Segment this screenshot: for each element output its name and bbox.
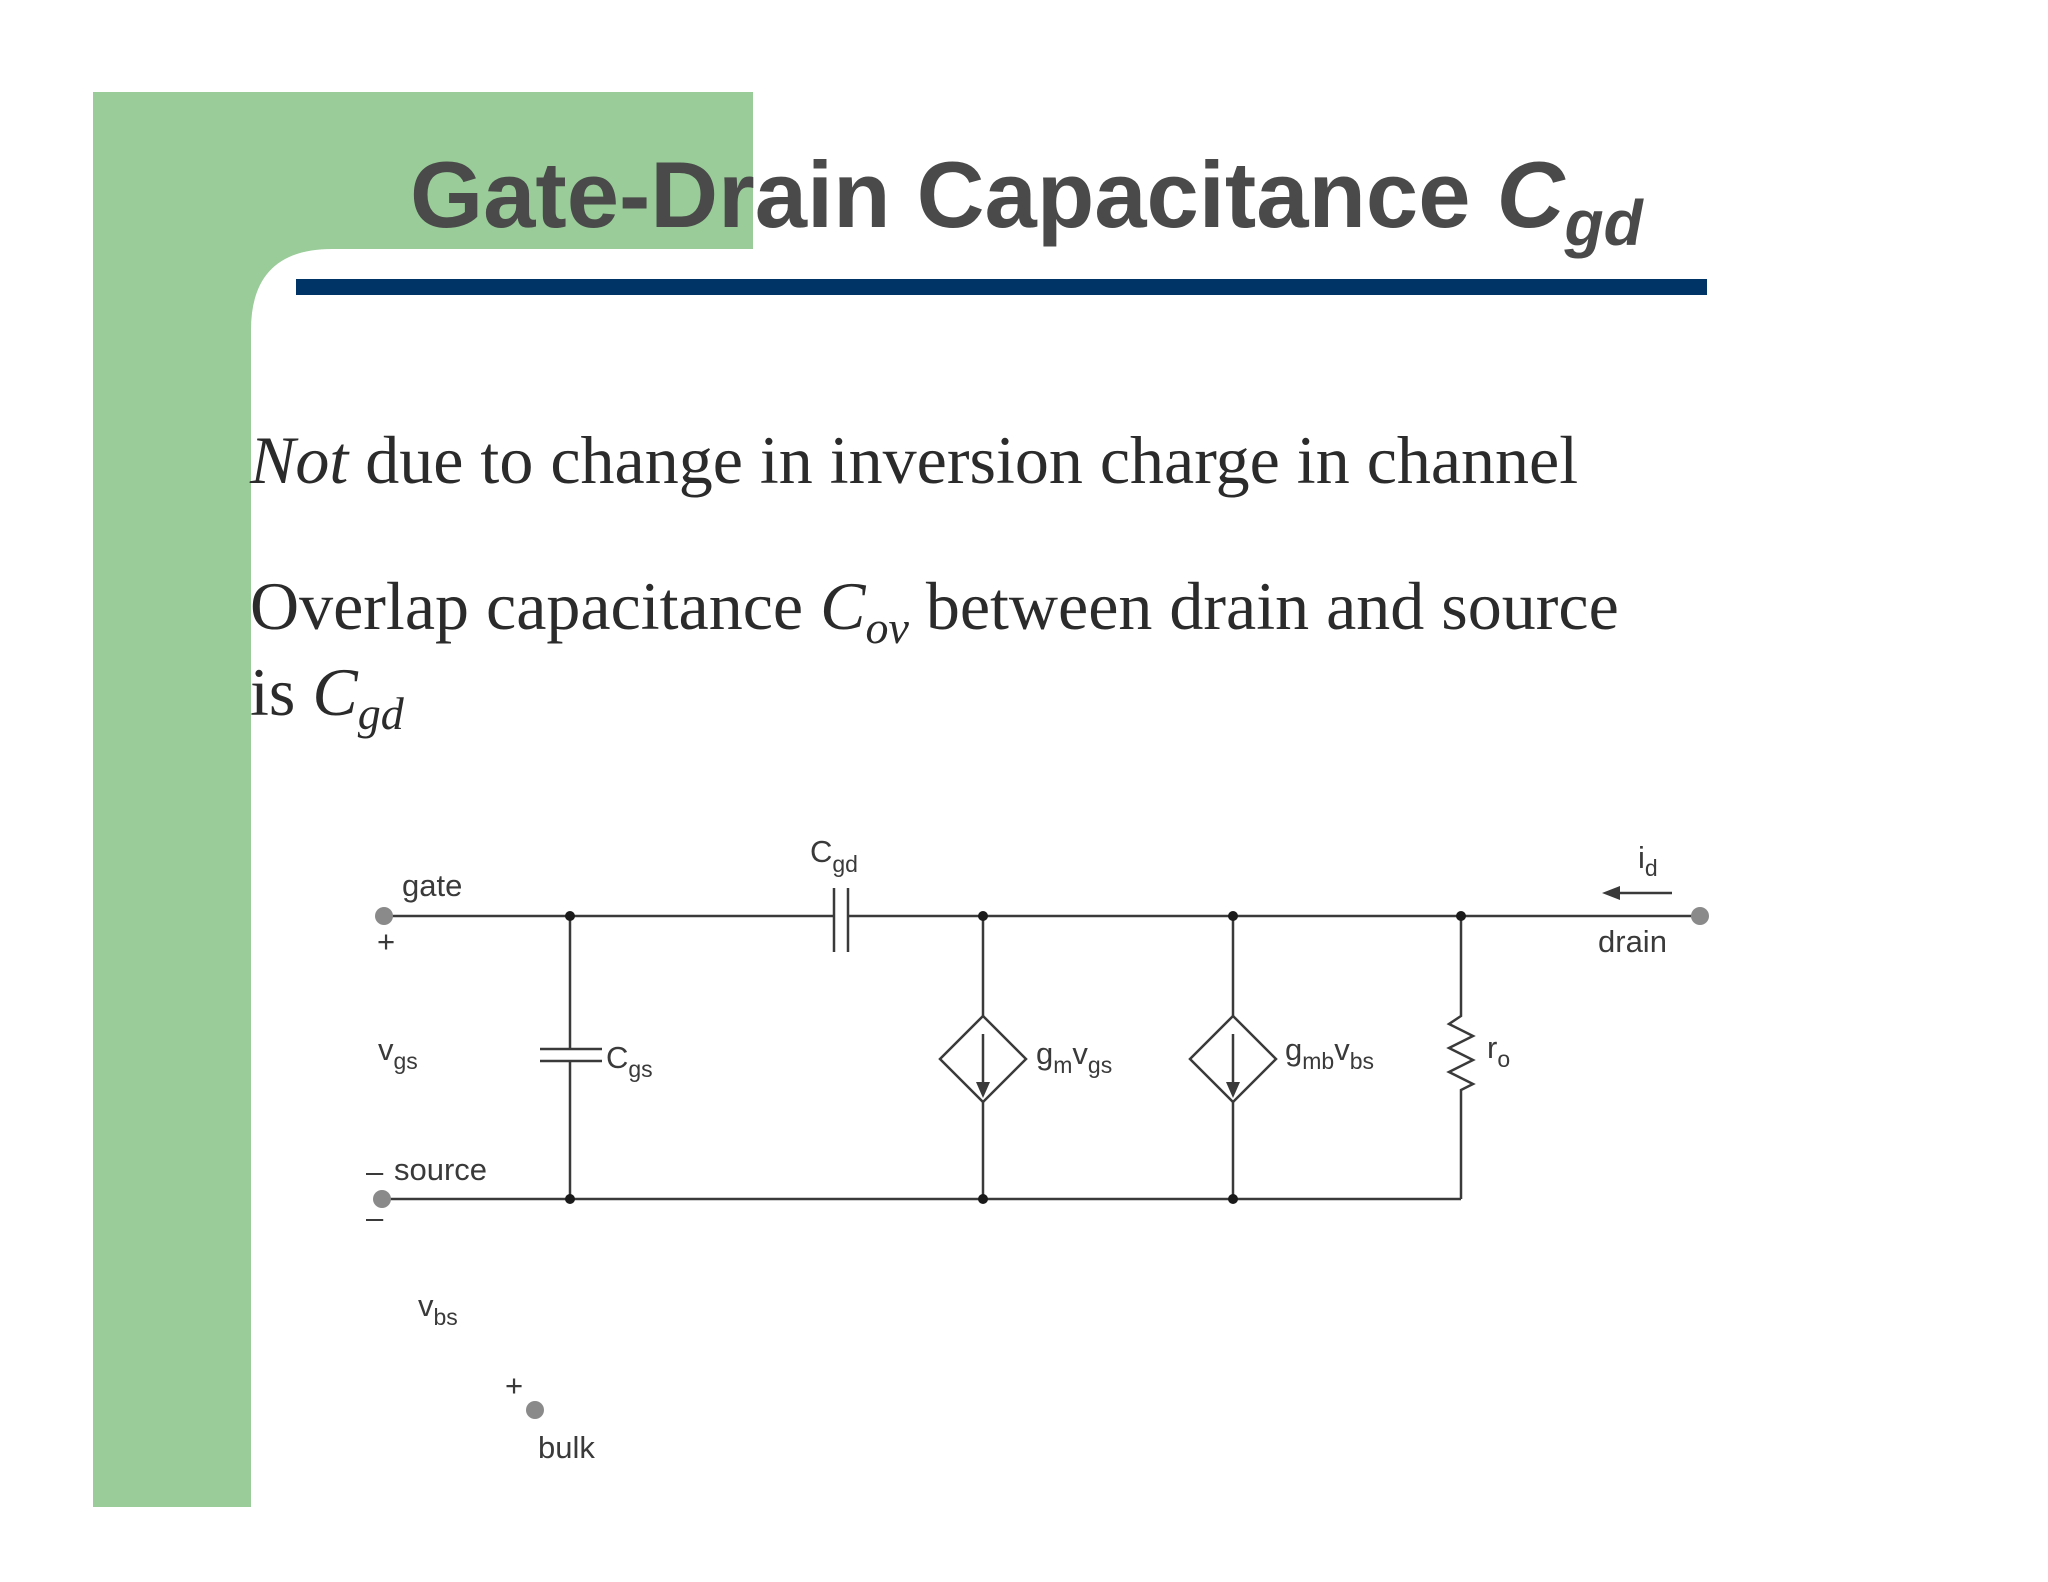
drain-label: drain <box>1598 924 1667 959</box>
gate-terminal <box>375 907 393 925</box>
ro-resistor <box>1446 916 1476 1199</box>
title-symbol: Cgd <box>1496 142 1643 259</box>
junction-dot <box>565 911 575 921</box>
gm-source-diamond <box>938 1014 1028 1104</box>
bulk-label: bulk <box>538 1430 595 1465</box>
vbs-label: vbs <box>418 1288 458 1330</box>
junction-dot <box>1228 911 1238 921</box>
bulk-plus: + <box>505 1368 523 1403</box>
bullet-1: Not due to change in inversion charge in… <box>250 422 1579 498</box>
junction-dot <box>565 1194 575 1204</box>
junction-dot <box>1456 911 1466 921</box>
gate-label: gate <box>402 868 462 903</box>
gmb-vbs-label: gmbvbs <box>1285 1032 1374 1074</box>
source-minus: – <box>366 1154 384 1189</box>
cgd-capacitor <box>832 888 850 952</box>
gmb-arrowhead <box>1226 1082 1240 1098</box>
gate-plus: + <box>377 924 395 959</box>
cov-symbol: Cov <box>820 568 909 653</box>
bullet-2-continued: is Cgd <box>250 654 404 739</box>
drain-terminal <box>1691 907 1709 925</box>
source-terminal <box>373 1190 391 1208</box>
id-label: id <box>1638 840 1658 881</box>
bulk-terminal <box>526 1401 544 1419</box>
accent-block-top <box>93 92 753 249</box>
junction-dot <box>978 911 988 921</box>
cgd-symbol: Cgd <box>312 654 404 739</box>
cgs-label: Cgs <box>606 1040 653 1082</box>
accent-block-side <box>93 249 251 1507</box>
cgs-capacitor <box>540 916 602 1199</box>
title-text: Gate-Drain Capacitance <box>410 142 1497 247</box>
source-label: source <box>394 1152 487 1187</box>
gmb-source-diamond <box>1188 1014 1278 1104</box>
gm-vgs-label: gmvgs <box>1036 1036 1112 1078</box>
vgs-label: vgs <box>378 1032 418 1074</box>
gm-arrowhead <box>976 1082 990 1098</box>
slide-title: Gate-Drain Capacitance Cgd <box>410 148 1643 255</box>
source-minus-lower: – <box>366 1200 384 1235</box>
id-arrowhead <box>1602 886 1620 900</box>
junction-dot <box>1228 1194 1238 1204</box>
junction-dot <box>978 1194 988 1204</box>
title-underline <box>296 279 1707 295</box>
bullet-2: Overlap capacitance Cov between drain an… <box>250 568 1619 653</box>
ro-label: ro <box>1487 1030 1510 1072</box>
cgd-label: Cgd <box>810 834 858 877</box>
